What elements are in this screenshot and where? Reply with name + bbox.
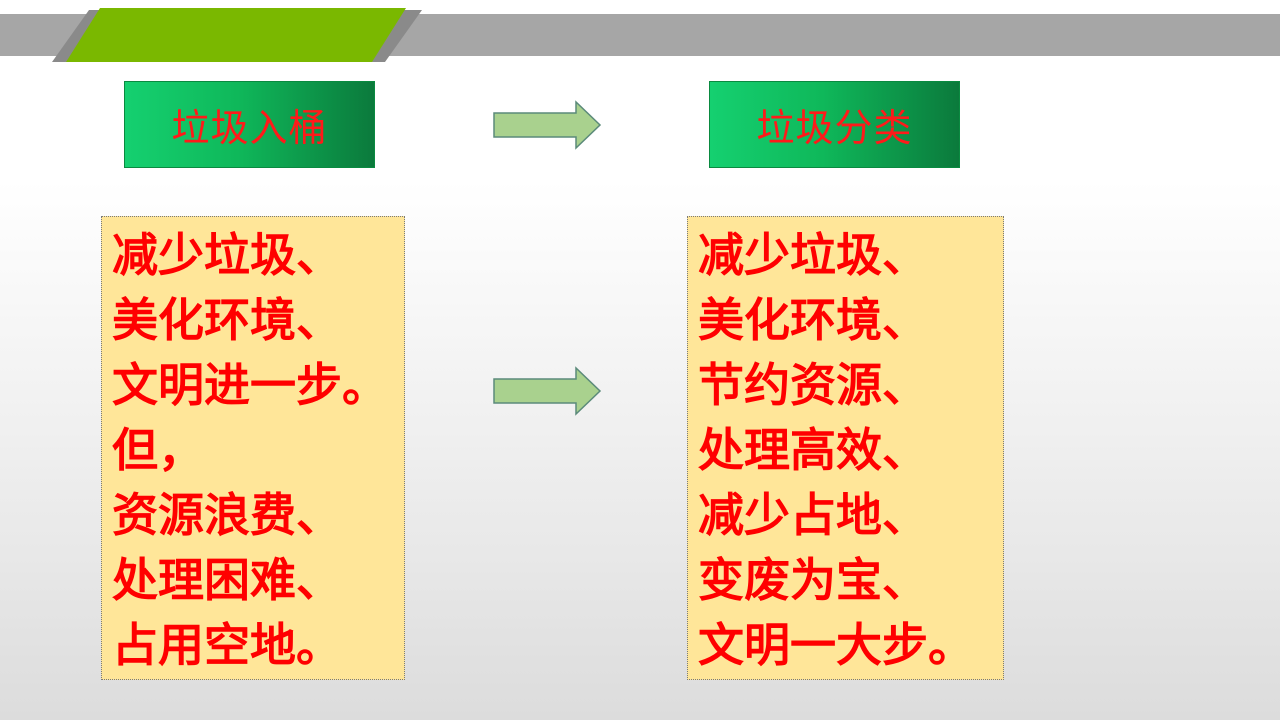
list-item: 节约资源、 (698, 358, 928, 412)
list-item: 文明进一步。 (112, 358, 388, 412)
list-item: 美化环境、 (112, 293, 342, 347)
right-content-box: 减少垃圾、美化环境、节约资源、处理高效、减少占地、变废为宝、文明一大步。 (687, 216, 1004, 680)
right-arrow-icon (493, 366, 602, 416)
list-item: 美化环境、 (698, 293, 928, 347)
list-item: 处理困难、 (112, 553, 342, 607)
list-item: 但， (112, 423, 204, 477)
left-title-box: 垃圾入桶 (124, 81, 375, 168)
list-item: 减少垃圾、 (698, 228, 928, 282)
right-arrow-icon (493, 100, 602, 150)
right-content-list: 减少垃圾、美化环境、节约资源、处理高效、减少占地、变废为宝、文明一大步。 (698, 223, 1003, 678)
right-title-box: 垃圾分类 (709, 81, 960, 168)
list-item: 减少占地、 (698, 488, 928, 542)
right-title-text: 垃圾分类 (756, 106, 913, 150)
left-content-box: 减少垃圾、美化环境、文明进一步。但， 资源浪费、处理困难、占用空地。 (101, 216, 405, 680)
list-item: 变废为宝、 (698, 553, 928, 607)
left-content-list: 减少垃圾、美化环境、文明进一步。但， 资源浪费、处理困难、占用空地。 (112, 223, 404, 678)
list-item: 资源浪费、 (112, 488, 342, 542)
list-item: 占用空地。 (112, 618, 342, 672)
header-tab (66, 8, 406, 62)
list-item: 处理高效、 (698, 423, 928, 477)
list-item: 减少垃圾、 (112, 228, 342, 282)
left-title-text: 垃圾入桶 (171, 106, 328, 150)
list-item: 文明一大步。 (698, 618, 974, 672)
